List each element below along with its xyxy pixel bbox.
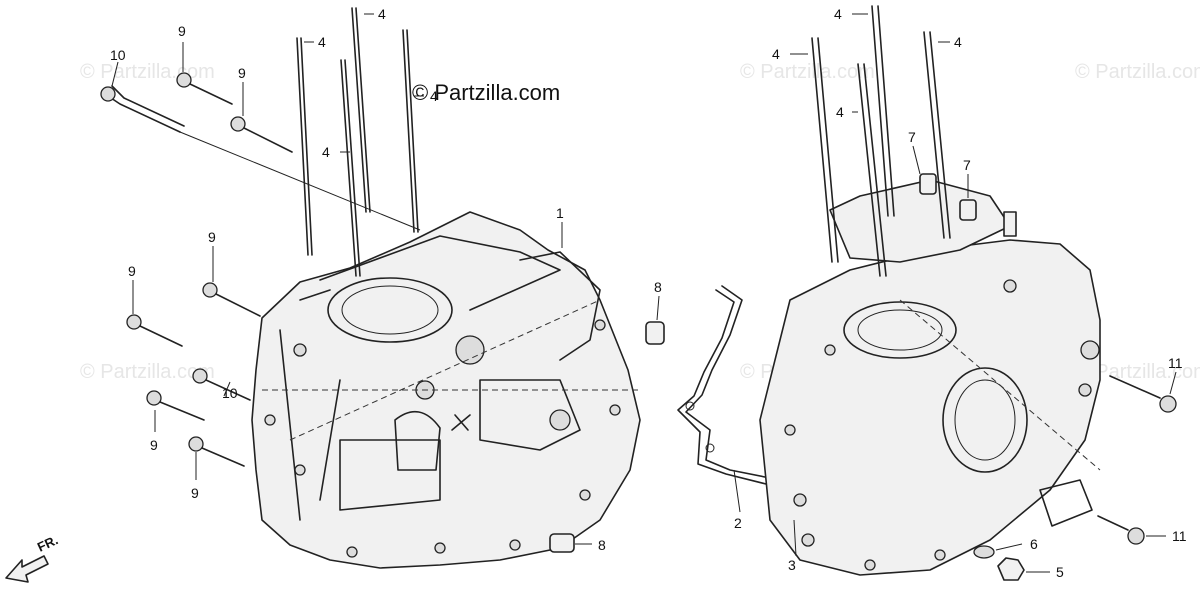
watermark-far-right: © Partzilla.com	[1075, 361, 1200, 383]
gasket	[677, 285, 771, 485]
leader-lines	[111, 13, 1177, 573]
right-crankcase	[759, 179, 1101, 576]
callout-4-d: 4	[322, 144, 330, 160]
callout-9-a: 9	[178, 23, 186, 39]
washer	[973, 545, 995, 559]
callout-5: 5	[1056, 564, 1064, 580]
callout-3: 3	[788, 557, 796, 573]
copyright-text: © Partzilla.com	[412, 80, 560, 105]
dowel-pin-upper	[645, 321, 665, 345]
callout-4-g: 4	[954, 34, 962, 50]
callout-labels: 4 4 4 4 9 9 10 1 9 9 10 9 9 8 8 2 3 4 4 …	[110, 6, 1187, 580]
callout-10-a: 10	[110, 47, 126, 63]
dowel-7-right	[959, 199, 977, 221]
watermark-top-right: © Partzilla.com	[1075, 61, 1200, 83]
callout-9-e: 9	[150, 437, 158, 453]
callout-10-b: 10	[222, 385, 238, 401]
callout-4-h: 4	[836, 104, 844, 120]
callout-4-f: 4	[772, 46, 780, 62]
drain-bolt	[997, 557, 1025, 581]
callout-7-a: 7	[908, 129, 916, 145]
callout-7-b: 7	[963, 157, 971, 173]
left-studs	[296, 7, 419, 277]
callout-4-c: 4	[430, 88, 438, 104]
watermark-top-left: © Partzilla.com	[80, 61, 215, 83]
callout-8-b: 8	[598, 537, 606, 553]
callout-9-b: 9	[238, 65, 246, 81]
dowel-pin-lower	[549, 533, 575, 553]
callout-4-b: 4	[318, 34, 326, 50]
watermark-top-center: © Partzilla.com	[740, 61, 875, 83]
right-bolts	[973, 375, 1177, 581]
callout-8-a: 8	[654, 279, 662, 295]
callout-9-c: 9	[208, 229, 216, 245]
callout-4-e: 4	[834, 6, 842, 22]
dowel-7-left	[919, 173, 937, 195]
callout-2: 2	[734, 515, 742, 531]
right-studs	[811, 5, 951, 277]
callout-9-f: 9	[191, 485, 199, 501]
callout-11-a: 11	[1168, 355, 1183, 371]
watermark-mid-left: © Partzilla.com	[80, 361, 215, 383]
left-crankcase	[251, 211, 641, 569]
front-direction-label: FR.	[35, 532, 60, 554]
callout-4-a: 4	[378, 6, 386, 22]
left-bolts	[100, 72, 421, 467]
callout-1: 1	[556, 205, 564, 221]
breather-nipple	[1003, 211, 1017, 237]
callout-11-b: 11	[1172, 528, 1187, 544]
front-direction-arrow: FR.	[5, 532, 60, 583]
callout-9-d: 9	[128, 263, 136, 279]
callout-6: 6	[1030, 536, 1038, 552]
